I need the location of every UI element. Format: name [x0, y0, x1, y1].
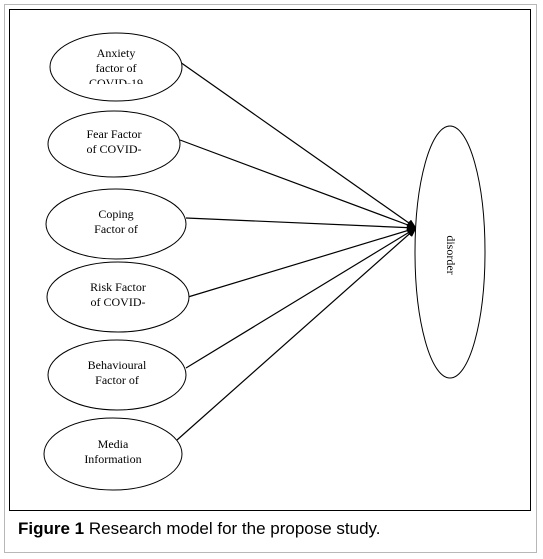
outcome-label: disorder — [444, 235, 458, 275]
outcome-node-disorder — [414, 125, 486, 379]
arrow-anxiety-to-outcome — [179, 61, 417, 229]
diagram-border — [9, 9, 531, 511]
arrow-coping-to-outcome — [185, 217, 417, 232]
factor-label-coping: Coping Factor of — [94, 207, 138, 236]
factor-node-media — [43, 417, 183, 491]
factor-node-risk — [46, 261, 190, 333]
factor-label-media: Media Information — [84, 437, 142, 466]
factor-node-fear — [47, 110, 181, 178]
arrow-media-to-outcome — [176, 227, 417, 441]
caption-text: Research model for the propose study. — [84, 519, 381, 538]
factor-label-behavioural: Behavioural Factor of — [87, 358, 147, 387]
arrow-behavioural-to-outcome — [185, 227, 417, 369]
arrow-risk-to-outcome — [187, 226, 417, 298]
factor-node-coping — [45, 188, 187, 260]
arrow-fear-to-outcome — [179, 139, 417, 229]
factor-node-behavioural — [47, 339, 187, 411]
figure-caption: Figure 1 Research model for the propose … — [18, 519, 381, 539]
factor-label-fear: Fear Factor of COVID- — [86, 127, 142, 156]
factor-node-anxiety — [49, 32, 183, 102]
figure-number: Figure 1 — [18, 519, 85, 538]
factor-label-anxiety: Anxiety factor of COVID-19 — [88, 46, 143, 84]
factor-label-risk: Risk Factor of COVID- — [90, 280, 146, 309]
